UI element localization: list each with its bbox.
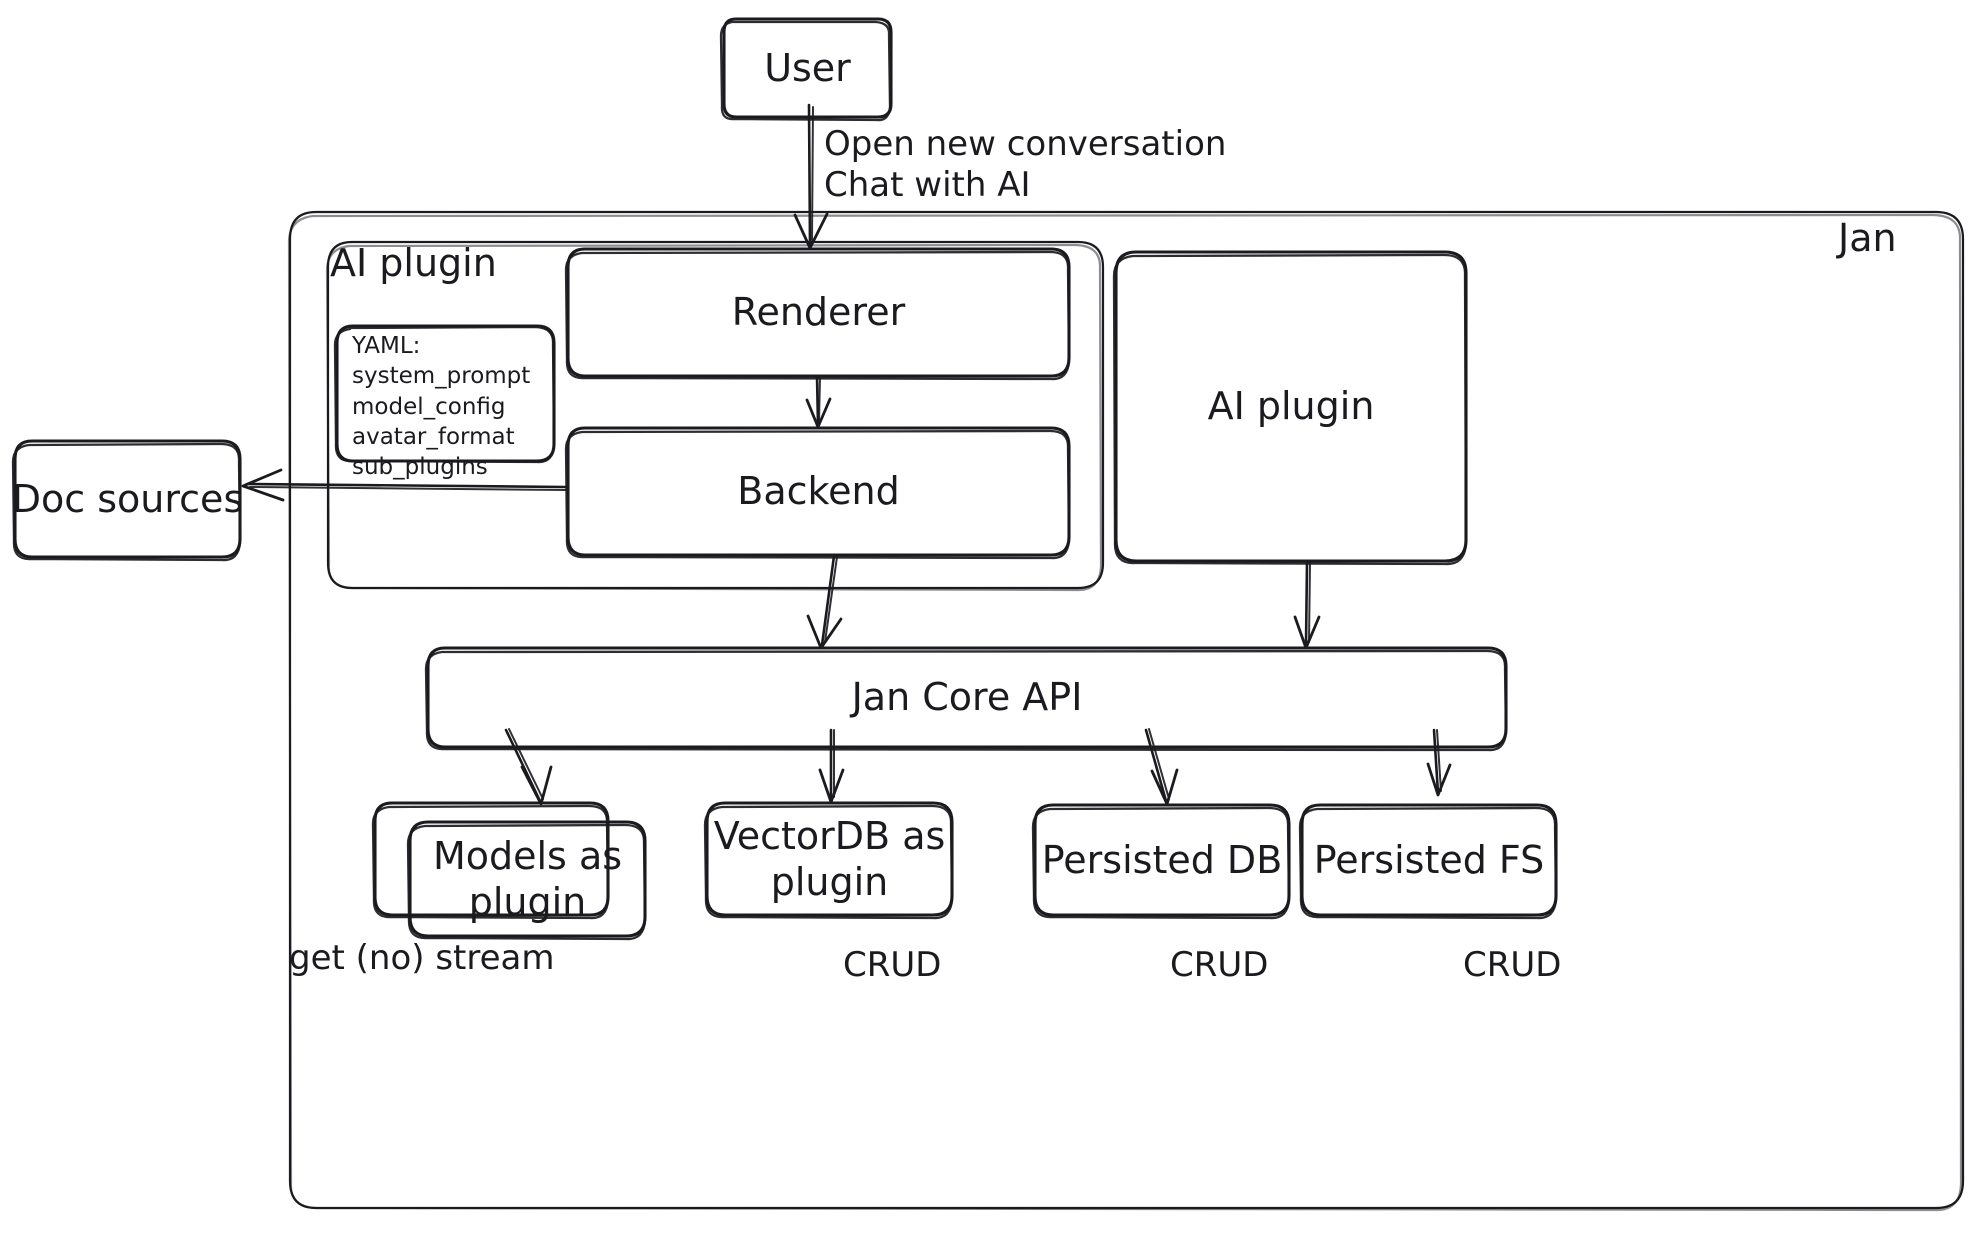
persisted-db-node[interactable] [1035,805,1289,915]
renderer-node-shape [564,247,1071,381]
edge-api-to-persisted-db [1144,728,1179,806]
renderer-node[interactable] [568,249,1069,376]
doc-sources-node-shape [11,439,242,562]
vectordb-plugin-node-shape [703,801,954,920]
models-plugin-node[interactable] [375,803,645,936]
edge-api-to-vectordb [818,728,845,804]
persisted-fs-node[interactable] [1302,805,1556,915]
yaml-note-shape [333,324,556,464]
edge-api-to-models [504,728,553,806]
user-node-shape [719,17,893,122]
edge-api-to-persisted-fs [1426,728,1452,797]
backend-node-shape [564,426,1071,560]
edge-renderer-to-backend [805,374,832,429]
ai-plugin-node[interactable] [1116,252,1466,561]
jan-core-api-node-shape [424,646,1508,752]
jan-container-shape [287,210,1965,1212]
user-node[interactable] [724,19,891,117]
vectordb-plugin-node[interactable] [707,803,952,915]
ai-plugin-group-shape [325,240,1105,592]
edge-user-to-renderer [793,103,829,250]
backend-node[interactable] [568,428,1069,555]
edge-ai-plugin-to-jan-core-api [1293,560,1321,650]
models-plugin-node-shape [371,801,647,941]
ai-plugin-node-shape [1112,250,1468,566]
persisted-fs-node-shape [1298,803,1558,920]
edge-backend-to-doc-sources [241,468,568,502]
doc-sources-node[interactable] [15,441,240,557]
jan-core-api-node[interactable] [428,648,1506,747]
yaml-note[interactable] [337,326,555,462]
edge-backend-to-jan-core-api [806,554,843,650]
persisted-db-node-shape [1031,803,1291,920]
